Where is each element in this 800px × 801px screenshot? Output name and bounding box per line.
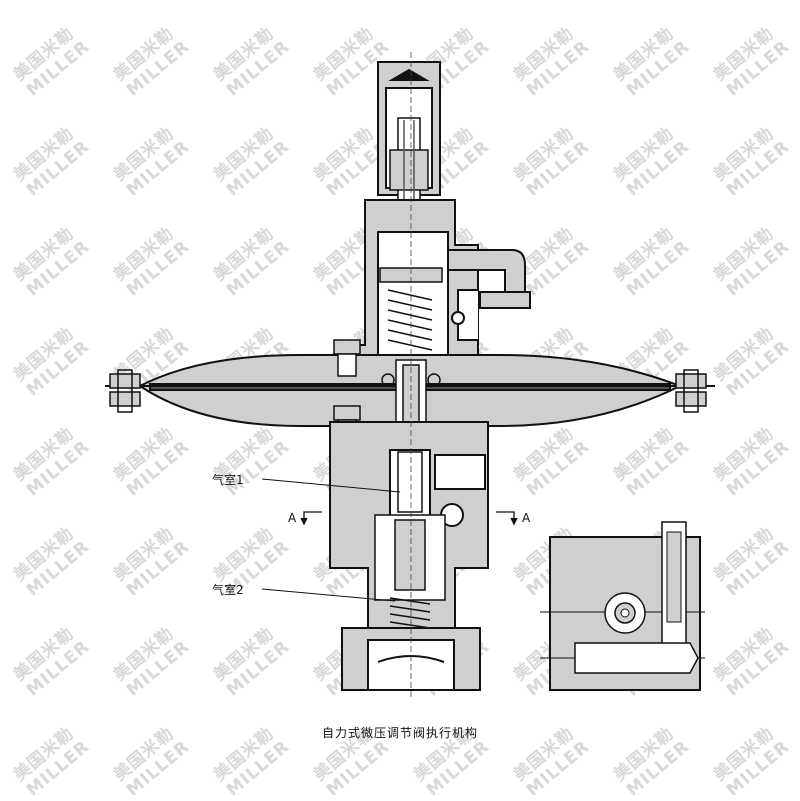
label-air-chamber-1: 气室1 bbox=[212, 473, 244, 487]
impulse-pipe bbox=[447, 249, 531, 341]
figure-caption: 自力式微压调节阀执行机构 bbox=[321, 726, 478, 740]
pilot-spring bbox=[379, 267, 443, 351]
label-air-chamber-2: 气室2 bbox=[212, 583, 244, 597]
flange-bolt-right bbox=[675, 369, 707, 413]
section-detail-view bbox=[540, 521, 705, 691]
valve-spool bbox=[374, 451, 446, 637]
section-label-left: A bbox=[288, 511, 297, 525]
section-label-right: A bbox=[522, 511, 531, 525]
section-marker-right bbox=[496, 511, 518, 526]
flange-bolt-left bbox=[109, 369, 141, 413]
section-marker-left bbox=[300, 511, 322, 526]
leader-lines bbox=[261, 478, 401, 602]
upper-housing bbox=[334, 199, 479, 361]
